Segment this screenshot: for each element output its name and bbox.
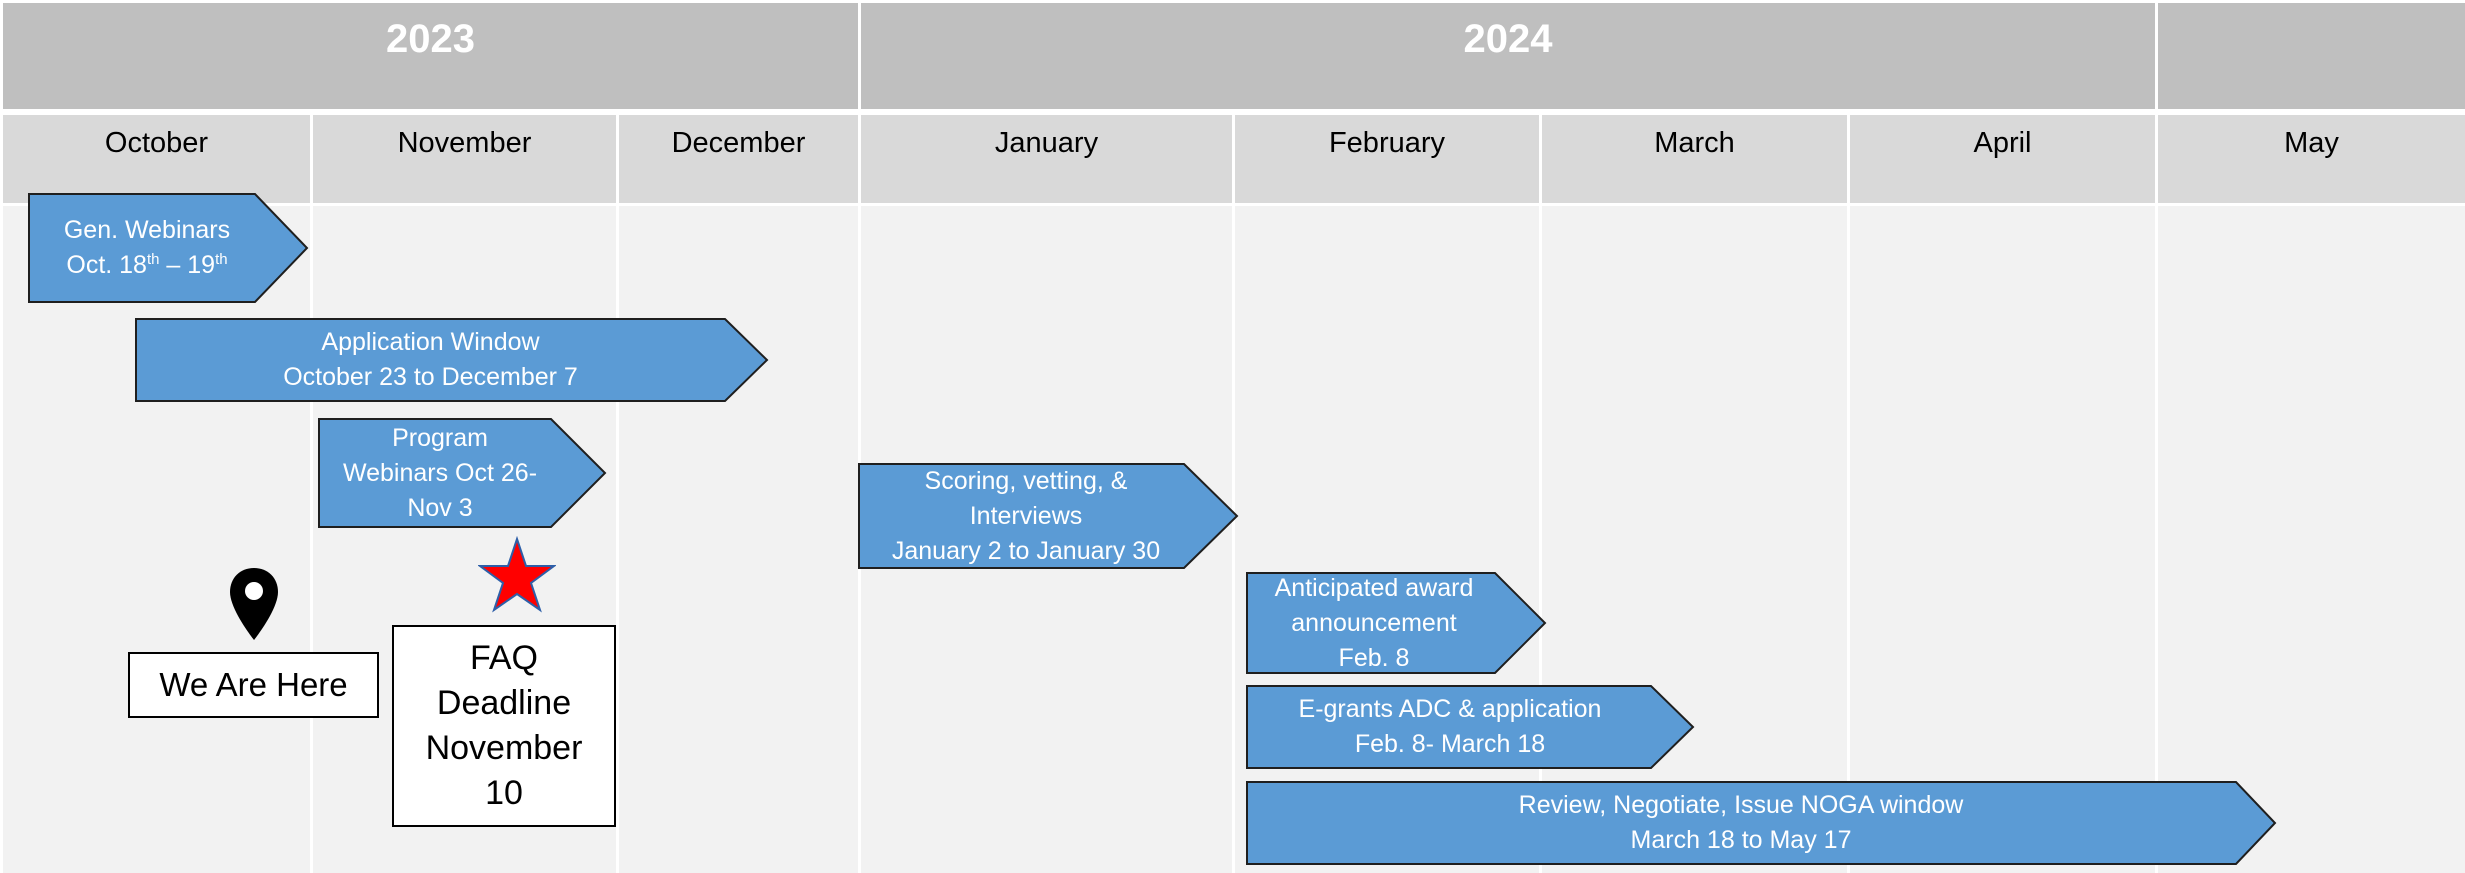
arrow-program-webinars: Program Webinars Oct 26- Nov 3 [318, 418, 607, 528]
year-header-2023: 2023 [3, 3, 858, 109]
arrow-shape [858, 463, 1239, 569]
year-header-blank [2158, 3, 2465, 109]
arrow-shape [1246, 781, 2277, 865]
month-label: April [1973, 127, 2032, 159]
column-october [3, 206, 310, 873]
star-icon [478, 536, 556, 613]
arrow-shape [135, 318, 769, 402]
column-april [1850, 206, 2155, 873]
arrow-egrants: E-grants ADC & application Feb. 8- March… [1246, 685, 1695, 769]
application-window-dates: October 23 to December 7 [283, 363, 578, 391]
month-header-may: May [2158, 115, 2465, 203]
arrow-shape [1246, 685, 1695, 769]
we-are-here-label: We Are Here [159, 666, 348, 703]
arrow-text: Review, Negotiate, Issue NOGA window Mar… [1519, 788, 1964, 858]
gen-webinars-title: Gen. Webinars [63, 216, 231, 244]
arrow-text: Gen. Webinars Oct. 18th – 19th [64, 213, 230, 283]
scoring-line2: Interviews [969, 501, 1083, 530]
month-header-march: March [1542, 115, 1847, 203]
month-label: October [104, 127, 209, 159]
application-window-title: Application Window [321, 328, 540, 356]
arrow-text: Application Window October 23 to Decembe… [283, 325, 578, 395]
column-march [1542, 206, 1847, 873]
arrow-text: E-grants ADC & application Feb. 8- March… [1299, 692, 1602, 762]
ordinal-suffix: th [146, 251, 160, 268]
scoring-line1: Scoring, vetting, & [924, 466, 1128, 495]
scoring-line3: January 2 to January 30 [891, 536, 1161, 565]
month-label: January [994, 127, 1099, 159]
arrow-anticipated-award: Anticipated award announcement Feb. 8 [1246, 571, 1547, 676]
arrow-text: Program Webinars Oct 26- Nov 3 [343, 421, 537, 526]
award-line1: Anticipated award [1274, 573, 1474, 602]
column-may [2158, 206, 2465, 873]
year-label: 2024 [1463, 17, 1553, 61]
egrants-line1: E-grants ADC & application [1298, 695, 1602, 723]
year-label: 2023 [386, 17, 475, 61]
arrow-shape [28, 193, 309, 303]
month-label: May [2284, 127, 2339, 159]
review-line1: Review, Negotiate, Issue NOGA window [1518, 791, 1964, 819]
arrow-text: Anticipated award announcement Feb. 8 [1275, 571, 1474, 676]
faq-line4: 10 [485, 774, 523, 812]
month-header-january: January [861, 115, 1232, 203]
year-header-2024: 2024 [861, 3, 2155, 109]
month-label: December [671, 127, 806, 159]
arrow-application-window: Application Window October 23 to Decembe… [135, 318, 769, 402]
faq-line3: November [425, 729, 583, 767]
review-line2: March 18 to May 17 [1630, 826, 1852, 854]
month-label: February [1328, 127, 1446, 159]
date-start: Oct. 18 [66, 251, 147, 279]
month-header-april: April [1850, 115, 2155, 203]
column-december [619, 206, 858, 873]
arrow-shape [318, 418, 607, 528]
program-webinars-line1: Program [392, 423, 488, 452]
gen-webinars-dates: Oct. 18th – 19th [64, 248, 230, 283]
we-are-here-box: We Are Here [128, 652, 379, 718]
arrow-review-negotiate: Review, Negotiate, Issue NOGA window Mar… [1246, 781, 2277, 865]
award-line3: Feb. 8 [1338, 643, 1410, 672]
award-line2: announcement [1291, 608, 1457, 637]
month-header-february: February [1235, 115, 1539, 203]
location-pin-icon [230, 568, 278, 640]
column-february [1235, 206, 1539, 873]
month-header-october: October [3, 115, 310, 203]
faq-line1: FAQ [469, 639, 539, 677]
month-label: March [1654, 127, 1735, 159]
ordinal-suffix: th [215, 251, 228, 268]
program-webinars-line3: Nov 3 [407, 493, 473, 522]
faq-deadline-box: FAQ Deadline November 10 [392, 625, 616, 827]
month-header-november: November [313, 115, 616, 203]
date-end: – 19 [159, 251, 216, 279]
egrants-line2: Feb. 8- March 18 [1354, 730, 1546, 758]
arrow-gen-webinars: Gen. Webinars Oct. 18th – 19th [28, 193, 309, 303]
faq-line2: Deadline [436, 684, 572, 722]
month-label: November [397, 127, 532, 159]
program-webinars-line2: Webinars Oct 26- [342, 458, 538, 487]
month-header-december: December [619, 115, 858, 203]
arrow-shape [1246, 572, 1547, 674]
arrow-text: Scoring, vetting, & Interviews January 2… [892, 464, 1160, 569]
arrow-scoring-vetting: Scoring, vetting, & Interviews January 2… [858, 463, 1239, 569]
